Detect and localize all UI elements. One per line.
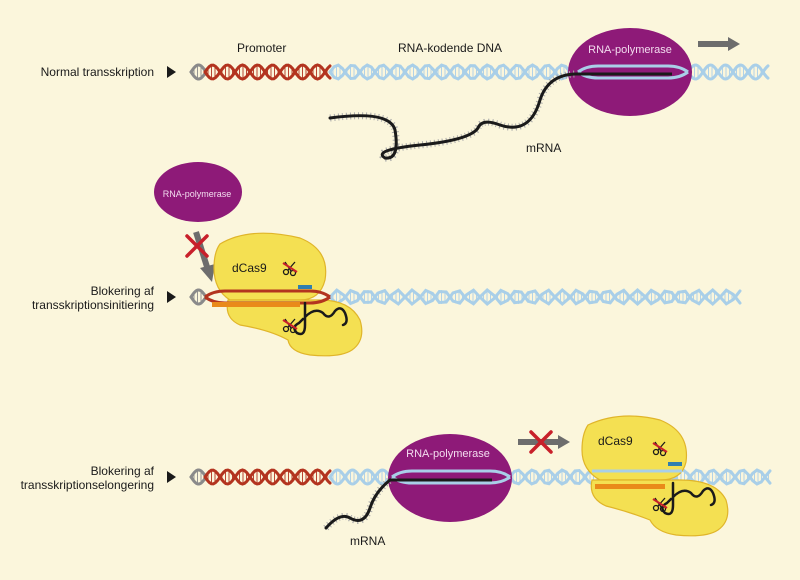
mrna-label-top: mRNA xyxy=(526,141,561,155)
row2-dcas9-upper-lobe xyxy=(213,232,327,301)
row3-dcas9-upper-lobe xyxy=(581,415,688,481)
row1-coding-dna-right xyxy=(686,63,770,81)
row3-guide-hairpin xyxy=(661,481,716,516)
row3-pam xyxy=(668,462,682,466)
row-label-elong-line1: Blokering af xyxy=(90,464,154,478)
row3-guide-rna xyxy=(595,484,665,489)
rna-polymerase-label-bottom: RNA-polymerase xyxy=(406,448,490,460)
row-label-init: Blokering af transskriptionsinitiering xyxy=(10,284,154,312)
row3-blocked-arrow xyxy=(518,435,570,449)
row2-free-rna-polymerase xyxy=(154,162,242,222)
row3-block-x-icon xyxy=(529,430,553,454)
row1-rna-polymerase xyxy=(568,28,692,116)
row3-rna-polymerase xyxy=(388,434,512,522)
mrna-label-bottom: mRNA xyxy=(350,534,385,548)
row2-coding-dna xyxy=(328,287,742,307)
row2-guide-hairpin xyxy=(293,301,348,336)
row-label-init-line1: Blokering af xyxy=(90,284,154,298)
row2-pam xyxy=(298,285,312,289)
row-label-elong-line2: transskriptionselongering xyxy=(20,478,154,492)
row3-scissors-icon-top xyxy=(652,441,668,457)
dcas9-label-elong: dCas9 xyxy=(598,434,633,448)
dcas9-label-init: dCas9 xyxy=(232,261,267,275)
row2-block-x-icon xyxy=(185,234,209,258)
row2-dna-end-left xyxy=(189,288,207,306)
row3-dcas9-lower-lobe xyxy=(590,479,729,537)
row1-mrna xyxy=(328,70,577,162)
row-label-init-line2: transskriptionsinitiering xyxy=(31,298,154,312)
rna-polymerase-label-top: RNA-polymerase xyxy=(588,44,672,56)
row3-coding-dna-left xyxy=(328,468,394,486)
row1-coding-dna xyxy=(328,63,580,81)
row-label-elong: Blokering af transskriptionselongering xyxy=(6,464,154,492)
row-label-normal-text: Normal transskription xyxy=(40,65,154,79)
promoter-label: Promoter xyxy=(237,41,286,55)
row2-scissors-icon-top xyxy=(282,261,298,277)
row3-mrna xyxy=(323,477,393,531)
row2-scissors-icon-bottom xyxy=(282,318,298,334)
row1-promoter-dna xyxy=(203,63,332,81)
row-label-normal: Normal transskription xyxy=(18,65,154,79)
rna-polymerase-label-free: RNA-polymerase xyxy=(163,189,232,199)
protein-layer xyxy=(154,28,740,537)
text-layer: Promoter RNA-kodende DNA mRNA mRNA RNA-p… xyxy=(163,41,672,548)
row1-dna-end-left xyxy=(189,63,207,81)
coding-dna-label: RNA-kodende DNA xyxy=(398,41,502,55)
row3-dna-end-left xyxy=(189,468,207,486)
row1-marker xyxy=(167,66,176,78)
row2-marker xyxy=(167,291,176,303)
row1-direction-arrow xyxy=(698,37,740,51)
row3-scissors-icon-bottom xyxy=(652,497,668,513)
row3-promoter-dna xyxy=(203,468,332,486)
row2-guide-rna xyxy=(212,302,300,307)
dna-layer xyxy=(167,63,772,486)
row3-marker xyxy=(167,471,176,483)
